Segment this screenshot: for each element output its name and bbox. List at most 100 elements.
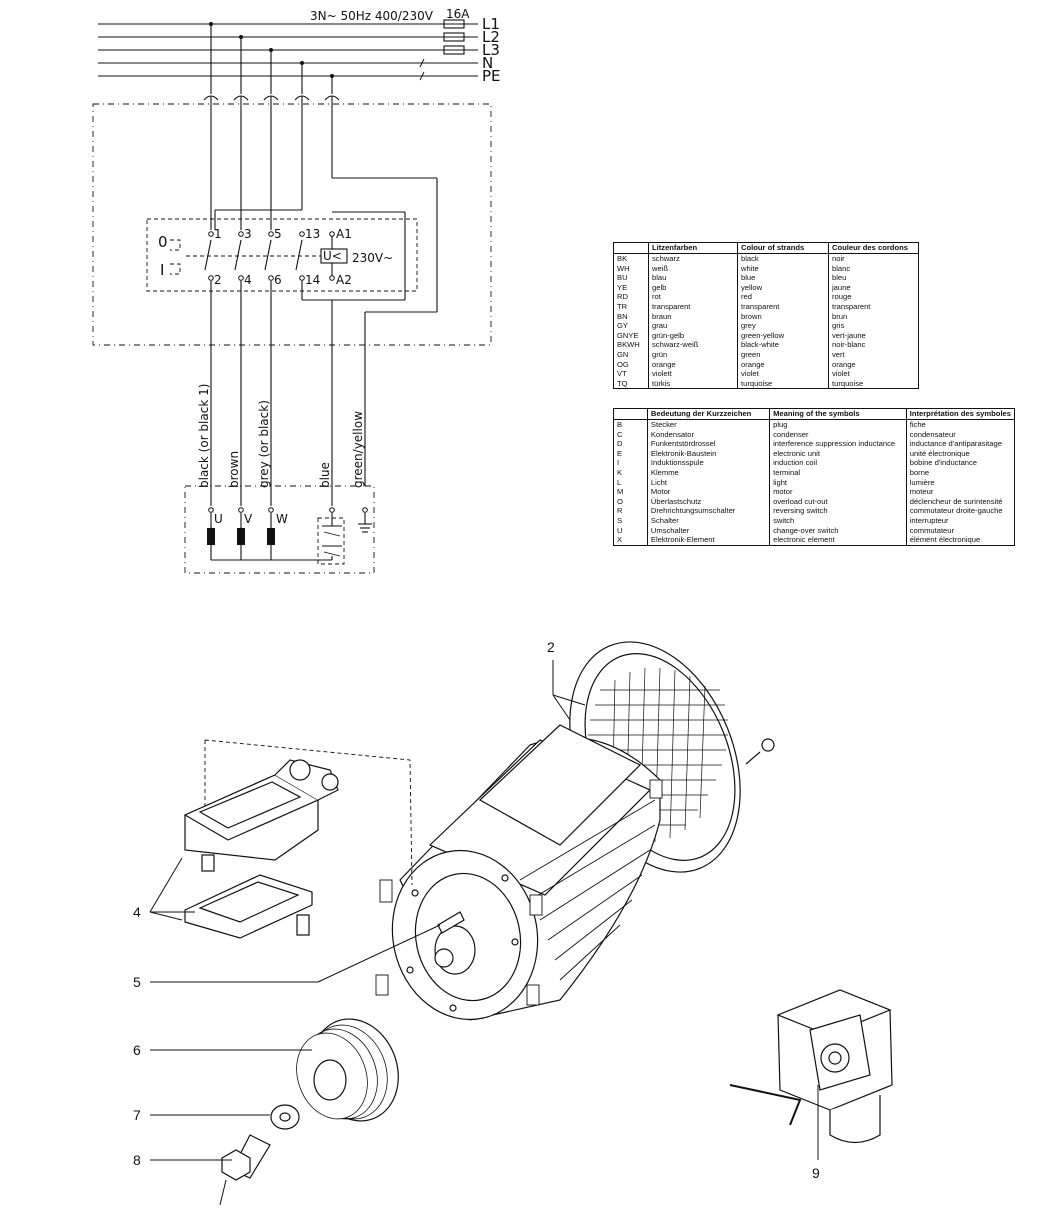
- callout-leaders: [149, 660, 819, 1161]
- symbol-table-header-2: Meaning of the symbols: [769, 409, 907, 420]
- table-cell: transparent: [648, 301, 738, 312]
- plug-contacts: [203, 95, 340, 104]
- symbol-table-header-1: Bedeutung der Kurzzeichen: [646, 409, 770, 420]
- table-cell: Funkentstördrossel: [646, 439, 770, 449]
- table-cell: noir-blanc: [828, 340, 918, 350]
- motor-terminal-v: V: [244, 512, 253, 526]
- table-cell: BK: [617, 254, 628, 263]
- table-cell: OG: [617, 359, 629, 369]
- table-cell: grau: [648, 321, 738, 331]
- table-cell: electronic element: [769, 535, 907, 545]
- table-cell: jaune: [828, 282, 918, 293]
- table-cell: lumière: [905, 477, 1014, 488]
- terminal-14: 14: [305, 273, 320, 287]
- table-cell: élément électronique: [905, 535, 1014, 545]
- thermal-protector-icon: [317, 517, 345, 565]
- table-cell: yellow: [737, 282, 829, 293]
- table-cell: grey: [737, 321, 829, 331]
- table-cell: U: [617, 525, 623, 535]
- table-cell: WH: [617, 263, 630, 273]
- table-cell: R: [617, 506, 623, 516]
- terminal-a1: A1: [336, 227, 352, 241]
- table-cell: Umschalter: [646, 525, 770, 536]
- terminal-a2: A2: [336, 273, 352, 287]
- line-label-l2: L2: [482, 28, 500, 46]
- table-cell: electronic unit: [769, 448, 907, 459]
- table-cell: transparent: [828, 301, 918, 312]
- table-cell: Induktionsspule: [646, 458, 770, 468]
- terminal-1: 1: [214, 227, 222, 241]
- terminal-5: 5: [274, 227, 282, 241]
- table-cell: grün: [648, 349, 738, 360]
- table-cell: RD: [617, 292, 628, 302]
- terminal-13: 13: [305, 227, 320, 241]
- line-label-n: N: [482, 54, 493, 72]
- table-cell: moteur: [905, 487, 1014, 497]
- table-cell: C: [617, 429, 623, 439]
- table-cell: green-yellow: [737, 330, 829, 341]
- table-cell: E: [617, 448, 623, 458]
- switch-housing-outline: [92, 103, 492, 346]
- symbol-table-header-0: [614, 409, 648, 420]
- line-label-l1: L1: [482, 15, 500, 33]
- colour-table-header-2: Colour of strands: [737, 243, 829, 254]
- table-cell: Elektronik-Element: [646, 535, 770, 545]
- motor-terminal-w: W: [276, 512, 288, 526]
- table-cell: YE: [617, 282, 628, 292]
- relay-voltage: 230V~: [352, 251, 393, 265]
- table-cell: blau: [648, 273, 738, 283]
- callout-8: 8: [133, 1152, 141, 1168]
- callout-6: 6: [133, 1042, 141, 1058]
- table-cell: O: [617, 496, 623, 506]
- washer-hole: [279, 1112, 291, 1122]
- table-cell: violett: [648, 369, 738, 379]
- table-cell: change-over switch: [769, 525, 907, 536]
- table-cell: Stecker: [646, 419, 770, 430]
- table-cell: black-white: [737, 340, 829, 350]
- table-cell: fiche: [905, 419, 1014, 430]
- table-cell: K: [617, 467, 623, 477]
- table-cell: L: [617, 477, 622, 487]
- pulley: [296, 1018, 399, 1122]
- callout-9: 9: [812, 1165, 820, 1181]
- table-cell: GN: [617, 349, 629, 359]
- plug-switch-unit: [729, 989, 893, 1144]
- fuse-l1-icon: [443, 19, 465, 29]
- table-cell: M: [617, 487, 624, 497]
- table-cell: Motor: [646, 487, 770, 497]
- bolt: [219, 1134, 271, 1206]
- table-cell: violet: [737, 369, 829, 379]
- wire-label-black: black (or black 1): [197, 384, 211, 488]
- table-cell: türkis: [648, 378, 738, 389]
- table-cell: Drehrichtungsumschalter: [646, 506, 770, 516]
- table-cell: BKWH: [617, 340, 640, 350]
- table-cell: brown: [737, 311, 829, 322]
- fuse-l2-icon: [443, 32, 465, 42]
- callout-7: 7: [133, 1107, 141, 1123]
- table-cell: schwarz: [648, 253, 738, 264]
- table-cell: condenser: [769, 429, 907, 440]
- table-cell: reversing switch: [769, 506, 907, 516]
- table-cell: blanc: [828, 263, 918, 274]
- callout-5: 5: [133, 974, 141, 990]
- relay-symbol: U<: [323, 249, 342, 263]
- switch-block: [146, 218, 418, 292]
- table-cell: Klemme: [646, 467, 770, 478]
- table-cell: induction coil: [769, 458, 907, 468]
- table-cell: violet: [828, 369, 918, 379]
- colour-table-header-3: Couleur des cordons: [828, 243, 918, 254]
- table-cell: Kondensator: [646, 429, 770, 440]
- table-cell: blue: [737, 273, 829, 283]
